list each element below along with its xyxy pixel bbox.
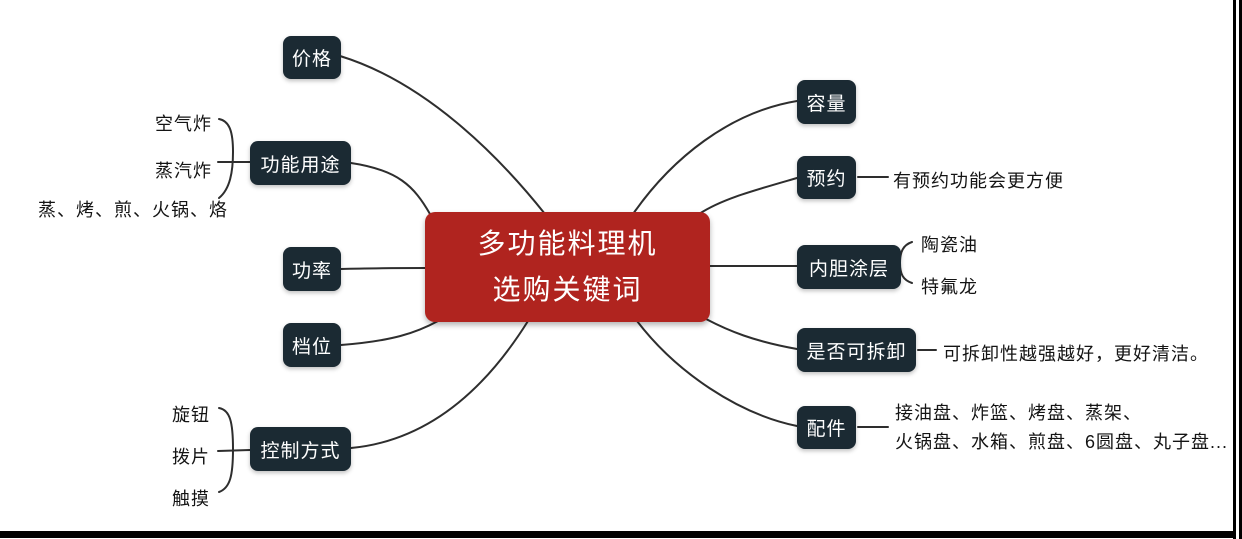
subtopic-air-fry[interactable]: 空气炸: [155, 114, 212, 134]
note-detachable[interactable]: 可拆卸性越强越好，更好清洁。: [943, 344, 1209, 364]
topic-gear[interactable]: 档位: [283, 323, 341, 367]
connector-detachable: [705, 318, 798, 350]
topic-detachable[interactable]: 是否可拆卸: [797, 328, 916, 372]
brace-control-method: [218, 407, 235, 493]
subtopic-steam-bake-etc[interactable]: 蒸、烤、煎、火锅、烙: [38, 200, 228, 220]
brace-control-method-mid: [217, 449, 251, 452]
right-border-line: [1233, 0, 1236, 539]
connector-capacity: [632, 100, 798, 215]
bottom-border-line: [0, 531, 1236, 538]
connector-power: [340, 267, 427, 270]
right-edge-strip: [1239, 0, 1242, 539]
central-topic[interactable]: 多功能料理机 选购关键词: [425, 212, 710, 322]
central-topic-line2: 选购关键词: [492, 274, 643, 305]
topic-function-use[interactable]: 功能用途: [250, 141, 351, 185]
topic-control-method[interactable]: 控制方式: [250, 427, 351, 471]
brace-function-use: [218, 118, 235, 199]
connector-control-method: [350, 320, 529, 449]
subtopic-knob[interactable]: 旋钮: [172, 405, 210, 425]
connector-accessories: [636, 320, 798, 427]
connector-gear: [340, 320, 439, 346]
central-topic-line1: 多功能料理机: [477, 228, 658, 259]
subtopic-touch[interactable]: 触摸: [172, 489, 210, 509]
note-accessories-line1: 接油盘、炸篮、烤盘、蒸架、: [895, 403, 1142, 423]
subtopic-paddle[interactable]: 拨片: [172, 447, 210, 467]
note-accessories-line2: 火锅盘、水箱、煎盘、6圆盘、丸子盘...: [895, 432, 1229, 452]
subtopic-teflon[interactable]: 特氟龙: [921, 277, 978, 297]
topic-accessories[interactable]: 配件: [797, 406, 856, 449]
topic-power[interactable]: 功率: [283, 247, 341, 291]
subtopic-ceramic-oil[interactable]: 陶瓷油: [921, 235, 978, 255]
connector-function-use: [350, 162, 431, 215]
note-reservation[interactable]: 有预约功能会更方便: [893, 171, 1064, 191]
note-accessories[interactable]: 接油盘、炸篮、烤盘、蒸架、 火锅盘、水箱、煎盘、6圆盘、丸子盘...: [895, 399, 1228, 457]
topic-liner-coating[interactable]: 内胆涂层: [797, 245, 901, 289]
topic-capacity[interactable]: 容量: [797, 80, 856, 124]
subtopic-steam-fry[interactable]: 蒸汽炸: [155, 161, 212, 181]
brace-liner-coating: [898, 241, 913, 284]
connector-price: [339, 55, 546, 215]
connector-reservation: [698, 177, 798, 215]
topic-reservation[interactable]: 预约: [797, 156, 856, 199]
topic-price[interactable]: 价格: [283, 36, 341, 79]
